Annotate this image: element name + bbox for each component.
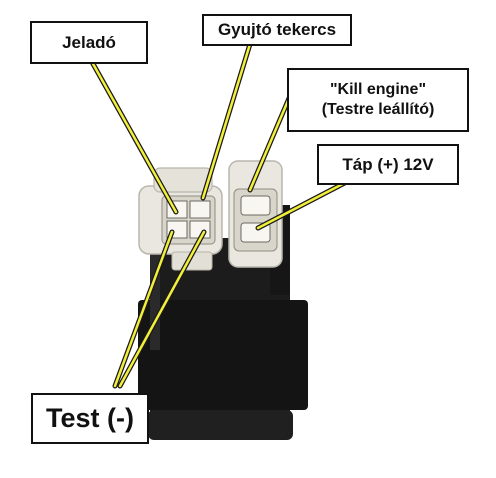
label-gyujto-tekercs: Gyujtó tekercs	[202, 14, 352, 46]
label-jelado-text: Jeladó	[62, 32, 116, 52]
label-gyujto-tekercs-text: Gyujtó tekercs	[217, 20, 337, 40]
label-tap-text: Táp (+) 12V	[342, 154, 434, 174]
label-kill-engine: "Kill engine" (Testre leállító)	[287, 68, 469, 132]
label-kill-engine-line2: (Testre leállító)	[321, 101, 435, 118]
pointer-lines	[89, 41, 363, 389]
label-jelado: Jeladó	[30, 21, 148, 64]
label-test-text: Test (-)	[46, 402, 134, 433]
label-kill-engine-line1: "Kill engine"	[329, 81, 427, 98]
label-test: Test (-)	[31, 393, 149, 444]
label-tap: Táp (+) 12V	[317, 144, 459, 185]
